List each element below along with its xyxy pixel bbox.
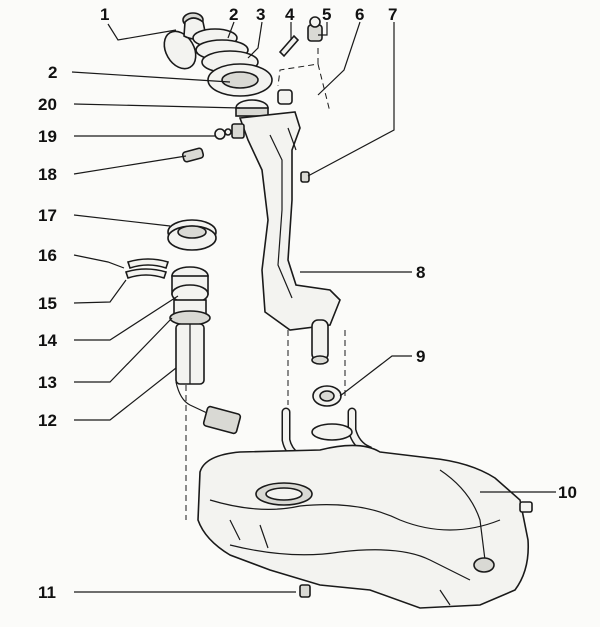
assembly-guide-pipe bbox=[287, 330, 346, 405]
label-20: 20 bbox=[38, 95, 57, 114]
assembly-guide-6 bbox=[277, 48, 331, 113]
label-14: 14 bbox=[38, 331, 57, 350]
leader-lines bbox=[71, 21, 556, 593]
label-7: 7 bbox=[388, 5, 397, 24]
fuel-tank bbox=[197, 423, 530, 609]
filler-pipe bbox=[238, 111, 341, 365]
hose-clips bbox=[124, 258, 170, 280]
o-ring bbox=[214, 128, 232, 140]
label-15: 15 bbox=[38, 294, 57, 313]
label-2: 2 bbox=[48, 63, 57, 82]
label-4: 4 bbox=[285, 5, 295, 24]
vent-pin bbox=[278, 34, 300, 58]
label-1: 1 bbox=[100, 5, 109, 24]
label-3: 3 bbox=[256, 5, 265, 24]
label-12: 12 bbox=[38, 411, 57, 430]
label-18: 18 bbox=[38, 165, 57, 184]
label-8: 8 bbox=[416, 263, 425, 282]
tank-mounting-bracket bbox=[519, 501, 533, 513]
filler-collar bbox=[235, 99, 269, 117]
filler-cap bbox=[163, 12, 207, 70]
label-5: 5 bbox=[322, 5, 331, 24]
label-19: 19 bbox=[38, 127, 57, 146]
label-17: 17 bbox=[38, 206, 57, 225]
fuel-pump-unit bbox=[169, 266, 242, 435]
tank-bolt bbox=[299, 584, 311, 598]
label-10: 10 bbox=[558, 483, 577, 502]
label-9: 9 bbox=[416, 347, 425, 366]
mounting-bolt bbox=[300, 171, 310, 183]
filler-bracket-small bbox=[277, 89, 293, 105]
filler-neck-grommet bbox=[207, 63, 273, 97]
locking-ring bbox=[167, 219, 217, 251]
vent-valve bbox=[307, 16, 323, 42]
pipe-fitting bbox=[181, 147, 205, 163]
grommet-9 bbox=[312, 385, 342, 407]
label-2-top: 2 bbox=[229, 5, 238, 24]
label-16: 16 bbox=[38, 246, 57, 265]
label-11: 11 bbox=[38, 583, 56, 602]
label-13: 13 bbox=[38, 373, 57, 392]
grommet-20 bbox=[231, 123, 245, 139]
label-6: 6 bbox=[355, 5, 364, 24]
